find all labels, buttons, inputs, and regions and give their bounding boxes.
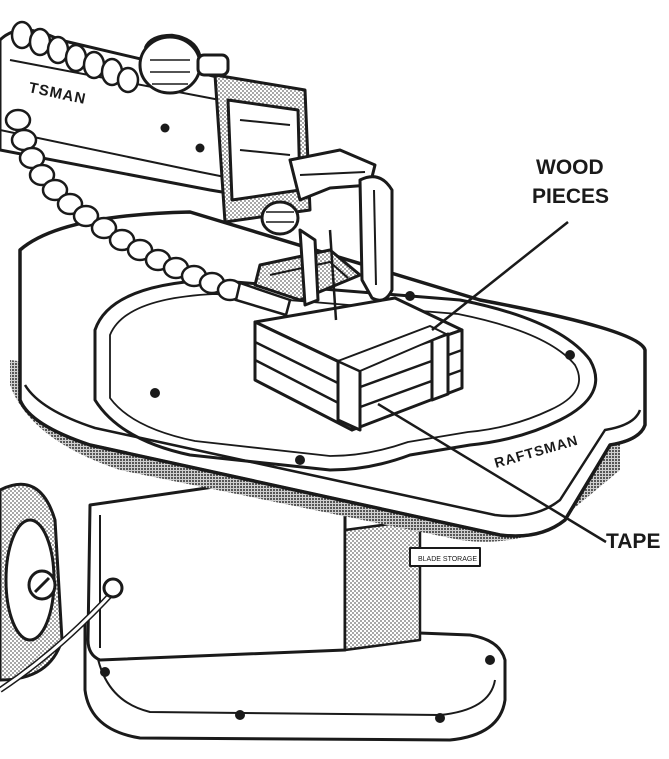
wood-pieces-label-line1: WOOD: [536, 156, 604, 179]
wood-pieces-leader-line: [431, 221, 569, 331]
saw-base: [0, 468, 507, 742]
tape-label: TAPE: [606, 530, 660, 553]
tape-leader-line: [377, 402, 607, 544]
blade-storage-label: BLADE STORAGE: [418, 556, 477, 563]
wood-pieces-label-line2: PIECES: [532, 185, 609, 208]
air-hose: [4, 20, 292, 317]
saw-upper-arm: [0, 28, 394, 321]
